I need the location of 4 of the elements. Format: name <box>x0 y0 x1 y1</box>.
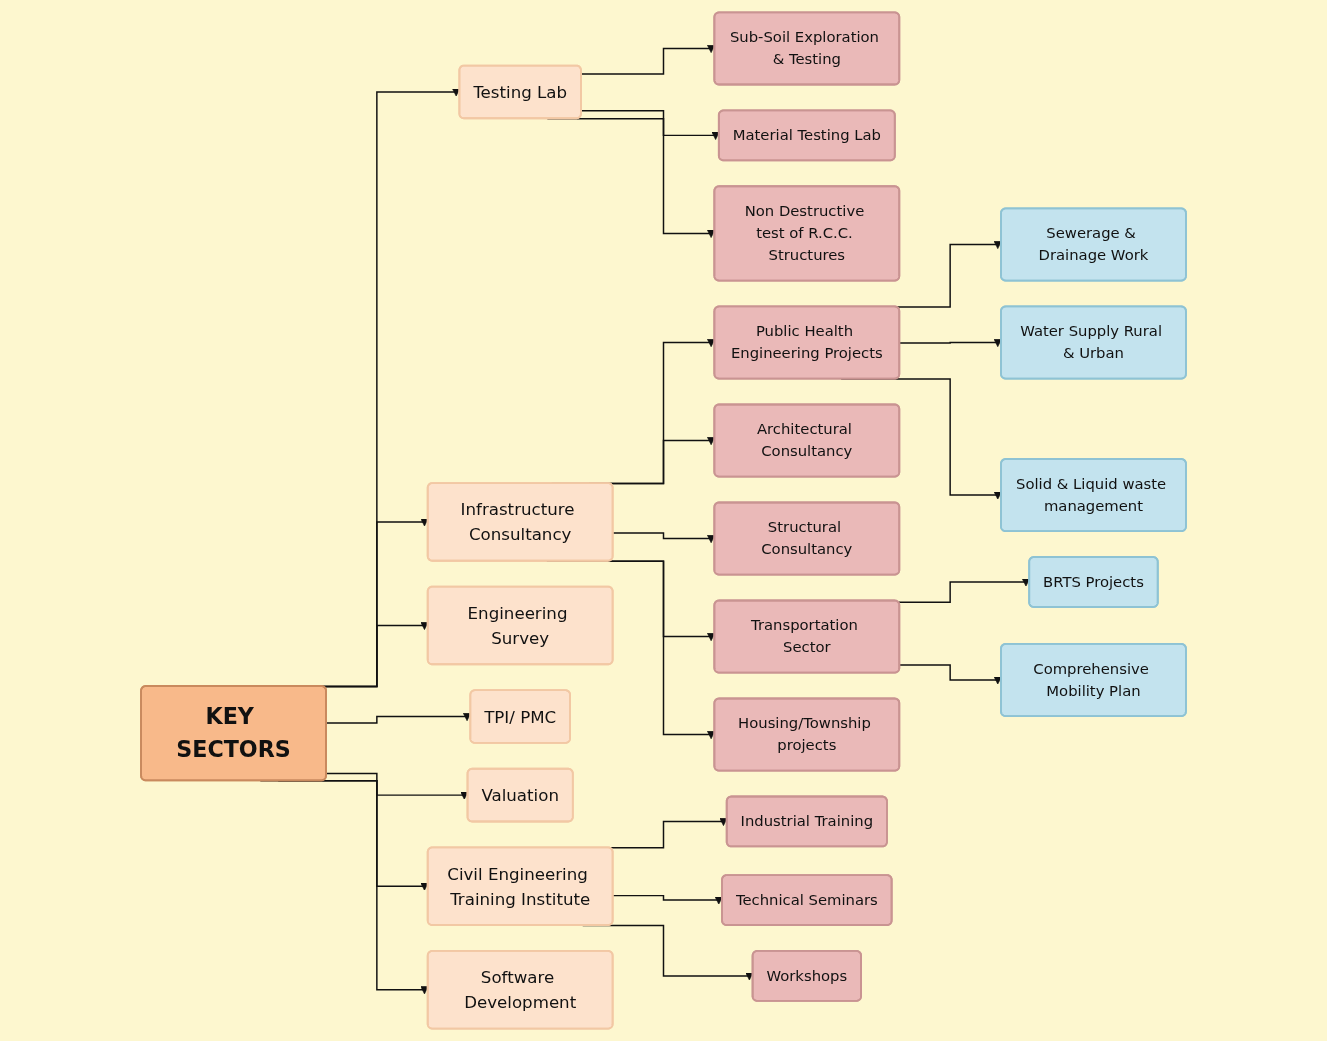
arrow <box>612 894 723 905</box>
arrow <box>899 338 1002 347</box>
arrow <box>897 578 1030 604</box>
arrow <box>899 664 1002 685</box>
